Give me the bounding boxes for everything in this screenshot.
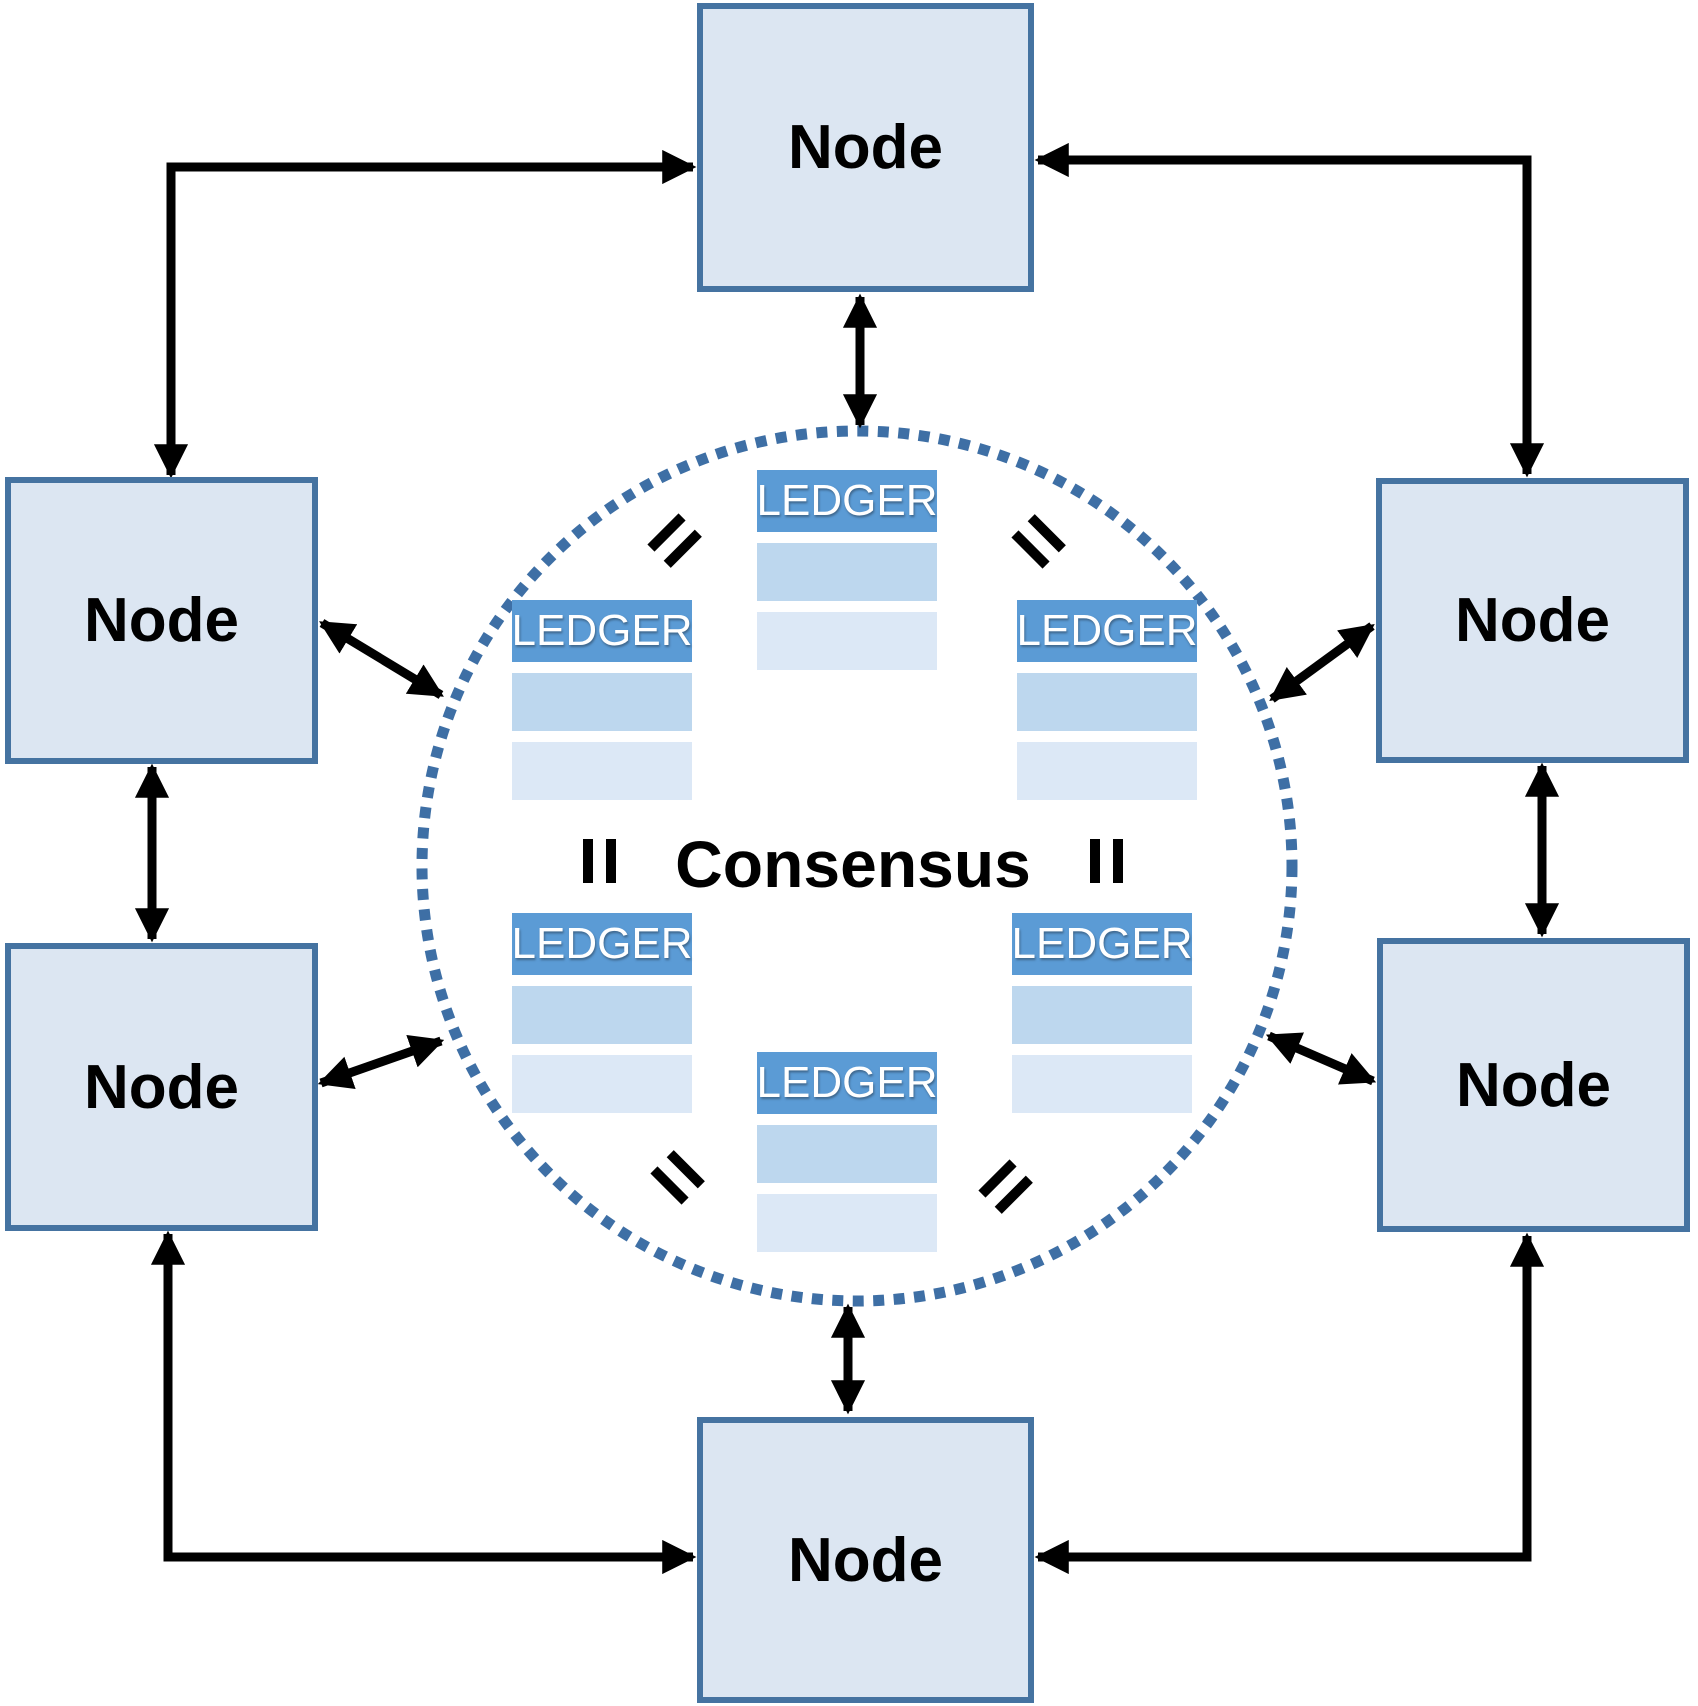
ledger-row xyxy=(1012,986,1192,1044)
ledger-top: LEDGER xyxy=(757,470,937,670)
ledger-row xyxy=(757,612,937,670)
node-box-bottom: Node xyxy=(697,1417,1034,1703)
node-box-lower-right: Node xyxy=(1377,938,1690,1232)
node-box-upper-right: Node xyxy=(1376,478,1689,763)
node-box-upper-left: Node xyxy=(5,477,318,764)
arrow-upperleft-node-circle xyxy=(319,619,444,699)
node-box-lower-left: Node xyxy=(5,943,318,1231)
equals-icon-middle-left xyxy=(583,839,617,883)
ledger-row xyxy=(512,1055,692,1113)
ledger-row xyxy=(1012,1055,1192,1113)
ledger-header: LEDGER xyxy=(1017,600,1197,662)
arrow-upperright-node-circle xyxy=(1269,622,1375,703)
ledger-lower-right: LEDGER xyxy=(1012,913,1192,1113)
arrow-upperright-to-top xyxy=(1034,142,1545,478)
ledger-row xyxy=(1017,673,1197,731)
ledger-row xyxy=(1017,742,1197,800)
ledger-lower-left: LEDGER xyxy=(512,913,692,1113)
ledger-row xyxy=(512,673,692,731)
ledger-upper-right: LEDGER xyxy=(1017,600,1197,800)
consensus-label: Consensus xyxy=(675,827,1031,901)
ledger-header: LEDGER xyxy=(1012,913,1192,975)
ledger-header: LEDGER xyxy=(757,1052,937,1114)
ledger-row xyxy=(757,1194,937,1252)
ledger-upper-left: LEDGER xyxy=(512,600,692,800)
arrow-lowerright-to-bottom xyxy=(1034,1232,1545,1575)
ledger-row xyxy=(757,543,937,601)
arrow-upperleft-to-top xyxy=(153,149,697,479)
ledger-row xyxy=(512,986,692,1044)
arrow-lowerright-node-circle xyxy=(1265,1031,1377,1086)
arrow-lowerleft-node-circle xyxy=(317,1035,445,1089)
arrow-lowerleft-to-bottom xyxy=(150,1230,697,1575)
ledger-header: LEDGER xyxy=(757,470,937,532)
ledger-row xyxy=(757,1125,937,1183)
consensus-circle xyxy=(416,425,1298,1307)
ledger-header: LEDGER xyxy=(512,913,692,975)
ledger-bottom-center: LEDGER xyxy=(757,1052,937,1252)
node-box-top: Node xyxy=(697,3,1034,292)
ledger-header: LEDGER xyxy=(512,600,692,662)
equals-icon-middle-right xyxy=(1090,839,1124,883)
ledger-row xyxy=(512,742,692,800)
